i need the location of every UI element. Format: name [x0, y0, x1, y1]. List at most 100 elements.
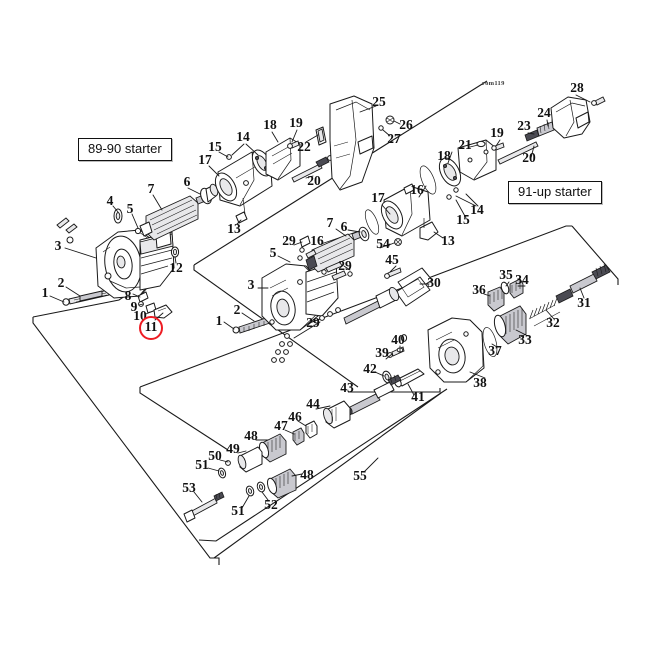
part-17-field-frame-91 [380, 183, 431, 237]
callout-number-14: 14 [236, 129, 250, 144]
part-14-brush-plate-91 [438, 157, 462, 200]
group-frame-lower [213, 392, 442, 565]
callout-number-31: 31 [577, 295, 591, 310]
part-38-housing [427, 317, 485, 383]
callout-number-3: 3 [248, 277, 255, 292]
part-16-oring-b [364, 209, 380, 235]
part-48-gear-a [258, 433, 287, 463]
part-12-oring [170, 246, 180, 258]
callout-number-16: 16 [410, 182, 424, 197]
callout-number-44: 44 [306, 396, 320, 411]
callout-number-6: 6 [341, 219, 348, 234]
group-frame-lower-gear [198, 388, 448, 542]
part-28-screw [591, 96, 606, 106]
watermark-text: rom119 [482, 80, 505, 87]
label-91-up-starter: 91-up starter [508, 181, 602, 205]
callout-number-34: 34 [515, 272, 529, 287]
callout-number-24: 24 [537, 105, 551, 120]
callout-number-48: 48 [300, 467, 314, 482]
part-36-bearing [487, 286, 505, 312]
part-13-terminal-91 [419, 218, 439, 241]
part-29-hardware [271, 235, 353, 363]
part-22-contact [315, 126, 327, 146]
part-25-solenoid-cover [329, 95, 375, 191]
callout-number-53: 53 [182, 480, 196, 495]
leaders-91-motor [223, 228, 430, 339]
callout-number-12: 12 [169, 260, 183, 275]
part-54-nut [394, 238, 402, 246]
callout-number-28: 28 [570, 80, 584, 95]
callout-number-16: 16 [310, 233, 324, 248]
callout-number-27: 27 [387, 131, 401, 146]
callout-number-30: 30 [427, 275, 441, 290]
callout-number-5: 5 [270, 245, 277, 260]
callout-number-38: 38 [473, 375, 487, 390]
callout-number-6: 6 [184, 174, 191, 189]
callout-number-18: 18 [437, 148, 451, 163]
part-16-oring-91 [419, 165, 437, 195]
part-53-bolt [183, 491, 225, 523]
part-4-washer [56, 217, 78, 244]
callout-number-19: 19 [490, 125, 504, 140]
assembly-jackshaft [183, 263, 611, 523]
callout-number-51: 51 [195, 457, 209, 472]
callout-number-55: 55 [353, 468, 367, 483]
part-45-bolt [384, 267, 402, 279]
group-frame-middle [139, 225, 619, 451]
callout-number-15: 15 [208, 139, 222, 154]
callout-number-17: 17 [198, 152, 212, 167]
callout-number-36: 36 [472, 282, 486, 297]
callout-number-1: 1 [42, 285, 49, 300]
callout-number-20: 20 [522, 150, 536, 165]
part-7-armature-91 [305, 229, 365, 273]
leaders-91-solenoid [320, 94, 591, 249]
part-6-bushing-91 [358, 226, 370, 242]
callout-number-39: 39 [375, 345, 389, 360]
callout-number-32: 32 [546, 315, 560, 330]
callout-number-47: 47 [274, 418, 288, 433]
callout-number-29: 29 [306, 315, 320, 330]
callout-number-21: 21 [458, 137, 472, 152]
callout-number-1: 1 [216, 313, 223, 328]
callout-number-51: 51 [231, 503, 245, 518]
part-drive-shaft-center [343, 286, 400, 325]
callout-number-26: 26 [399, 117, 413, 132]
callout-number-33: 33 [518, 332, 532, 347]
assembly-89-90-starter [49, 95, 401, 321]
callout-number-17: 17 [371, 190, 385, 205]
callout-number-7: 7 [327, 215, 334, 230]
part-25-cover-91 [550, 96, 591, 139]
part-37-oring [482, 327, 498, 357]
part-50-51-52-washers [217, 460, 266, 497]
callout-number-20: 20 [307, 173, 321, 188]
part-7-armature [134, 193, 209, 241]
highlight-circle-item-11 [139, 316, 163, 340]
label-89-90-starter: 89-90 starter [78, 138, 172, 162]
callout-number-23: 23 [517, 118, 531, 133]
callout-number-4: 4 [107, 193, 114, 208]
callout-number-41: 41 [411, 389, 425, 404]
part-48-gear-b [266, 468, 297, 499]
callout-number-49: 49 [226, 441, 240, 456]
part-27-screw [378, 125, 384, 131]
part-21-oring [476, 140, 486, 148]
part-44-roller [323, 400, 351, 429]
callout-number-3: 3 [55, 238, 62, 253]
callout-number-14: 14 [470, 202, 484, 217]
part-31-jackshaft [555, 263, 611, 304]
callout-number-43: 43 [340, 380, 354, 395]
callout-number-13: 13 [227, 221, 241, 236]
callout-number-25: 25 [372, 94, 386, 109]
part-2-shaft [79, 290, 103, 302]
callout-number-5: 5 [127, 201, 134, 216]
part-32-spring [528, 297, 561, 327]
callout-number-29: 29 [282, 233, 296, 248]
callout-number-8: 8 [125, 288, 132, 303]
part-46-bearing [305, 420, 318, 439]
part-6-bushing [200, 183, 219, 205]
callout-number-54: 54 [376, 236, 390, 251]
callout-number-45: 45 [385, 252, 399, 267]
